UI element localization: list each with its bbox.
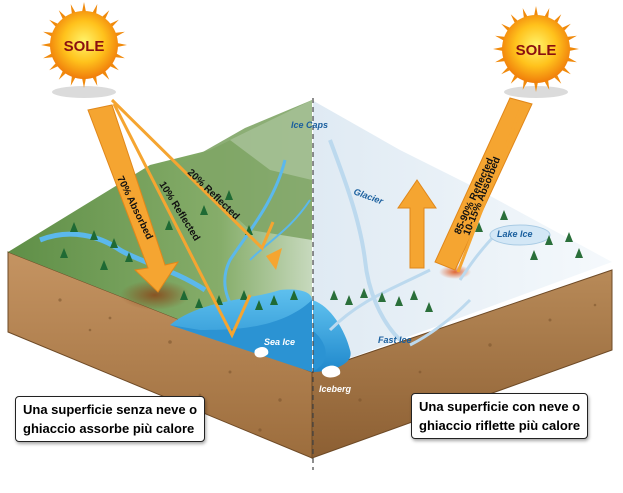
label-fast-ice: Fast Ice xyxy=(378,335,412,345)
caption-left-line1: Una superficie senza neve o xyxy=(23,402,198,417)
absorbed-arrow-70 xyxy=(87,104,180,293)
sun-right: SOLE xyxy=(493,6,579,98)
reflected-arrow-10 xyxy=(112,103,252,339)
sun-left-label: SOLE xyxy=(64,38,105,55)
right-arrows xyxy=(397,97,533,273)
sun-right-label: SOLE xyxy=(516,42,557,59)
soil-right-face xyxy=(311,269,613,459)
label-lake-ice: Lake Ice xyxy=(497,229,533,239)
caption-right: Una superficie con neve o ghiaccio rifle… xyxy=(411,393,589,439)
sun-left: SOLE xyxy=(41,2,127,98)
left-landscape xyxy=(8,100,312,372)
reflected-arrow-20 xyxy=(110,98,275,251)
caption-right-line2: ghiaccio riflette più calore xyxy=(419,418,581,433)
caption-right-line1: Una superficie con neve o xyxy=(419,399,581,414)
reflected-up-arrow xyxy=(397,179,437,269)
soil-texture xyxy=(58,298,597,432)
caption-left: Una superficie senza neve o ghiaccio ass… xyxy=(15,396,206,442)
label-iceberg: Iceberg xyxy=(319,384,352,394)
label-ice-caps: Ice Caps xyxy=(291,120,328,130)
absorbed-arrow-10-15 xyxy=(456,104,524,273)
left-arrows xyxy=(87,98,282,339)
label-sea-ice: Sea Ice xyxy=(264,337,295,347)
caption-left-line2: ghiaccio assorbe più calore xyxy=(23,421,195,436)
